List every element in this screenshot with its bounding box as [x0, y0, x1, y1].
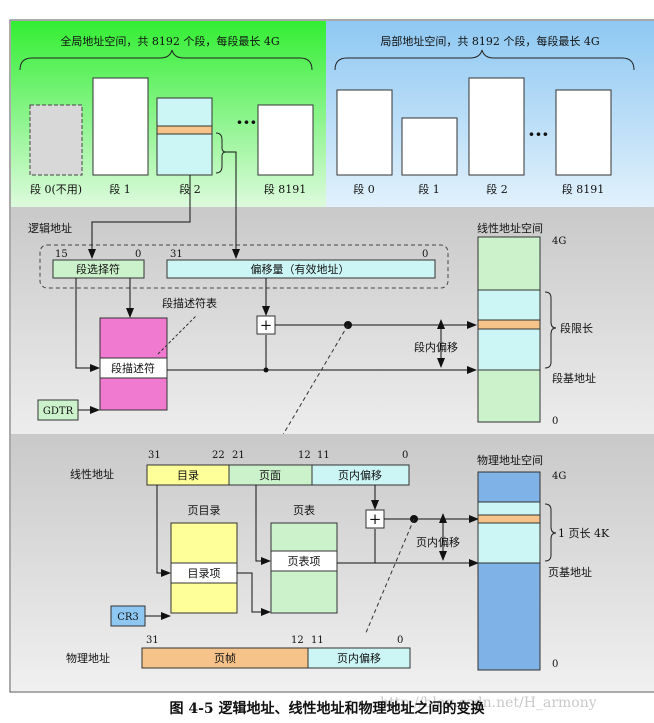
page-adder-plus: +: [369, 510, 382, 528]
page-directory-title: 页目录: [188, 504, 221, 517]
linear-page-label: 页面: [259, 469, 281, 482]
segment-selector: [52, 259, 145, 279]
physical-space-title: 物理地址空间: [477, 453, 543, 467]
local-segment-8191: [555, 89, 612, 176]
linear-space-bottom: 0: [552, 416, 558, 427]
offset-bit-high: 31: [170, 249, 183, 260]
page-offset-label: 页内偏移: [416, 535, 460, 549]
cr3-label: CR3: [117, 612, 139, 623]
local-segment-2: [468, 77, 525, 176]
global-ellipsis: ···: [236, 110, 257, 134]
descriptor-table-label: 段描述符表: [162, 296, 217, 310]
physical-frame-label: 页帧: [214, 651, 236, 665]
logical-address-title: 逻辑地址: [28, 221, 72, 235]
segment-adder-plus: +: [260, 316, 273, 334]
arrow-dir-to-entry: [156, 485, 171, 577]
local-segment-1: [401, 117, 458, 176]
linear-address-pointer: [267, 324, 349, 461]
local-ellipsis: ···: [528, 122, 549, 146]
logical-address-group: [39, 244, 449, 289]
page-table-entry: [270, 550, 338, 572]
physical-bit-31: 31: [146, 635, 159, 646]
segment-descriptor-label: 段描述符: [111, 361, 155, 375]
physical-offset-label: 页内偏移: [337, 651, 381, 665]
offset-field: [166, 259, 436, 279]
physical-page: [477, 501, 541, 564]
segment-limit-label: 段限长: [560, 321, 593, 335]
offset-field-label: 偏移量（有效地址）: [251, 262, 350, 276]
local-segment-2-label: 段 2: [486, 182, 508, 196]
arrow-entry-to-table: [237, 572, 271, 616]
linear-bit-0: 0: [402, 450, 408, 461]
gdtr-label: GDTR: [43, 406, 74, 417]
linear-space-top: 4G: [552, 236, 566, 247]
segment-offset-label: 段内偏移: [414, 340, 458, 354]
watermark: http://blog.csdn.net/H_armony: [380, 695, 597, 711]
global-space-header: 全局地址空间，共 8192 个段，每段最长 4G: [60, 34, 279, 48]
global-segment-2: [156, 97, 213, 176]
physical-space-top: 4G: [552, 471, 566, 482]
linear-dir-label: 目录: [177, 469, 199, 482]
physical-address-title: 物理地址: [66, 651, 110, 665]
outer-frame: [9, 19, 654, 693]
selector-bit-high: 15: [55, 249, 68, 260]
local-segment-1-label: 段 1: [418, 182, 440, 196]
arrow-offset-to-field: [226, 151, 240, 259]
linear-bit-11: 11: [317, 450, 330, 461]
segment-limit-brace: [544, 291, 557, 369]
segment-selector-label: 段选择符: [76, 262, 120, 276]
linear-address-title: 线性地址: [70, 467, 114, 481]
global-segment-2-band: [156, 125, 213, 135]
global-segment-1: [92, 77, 149, 176]
page-size-label: 1 页长 4K: [558, 527, 610, 540]
linear-space-title: 线性地址空间: [477, 221, 543, 235]
figure-caption: 图 4-5 逻辑地址、线性地址和物理地址之间的变换: [169, 700, 485, 717]
linear-segment-band: [477, 319, 541, 330]
linear-bit-12: 12: [298, 450, 311, 461]
segment-base-label: 段基地址: [552, 371, 596, 385]
global-segment-1-label: 段 1: [109, 182, 131, 196]
physical-offset-field: [307, 647, 411, 669]
physical-bit-0: 0: [397, 635, 403, 646]
linear-segment: [477, 289, 541, 371]
linear-bit-22: 22: [212, 450, 225, 461]
linear-offset-field: [311, 464, 410, 486]
segment-descriptor: [99, 357, 168, 379]
base-junction: [263, 367, 269, 373]
directory-entry-label: 目录项: [188, 567, 221, 580]
arrow-page-to-entry: [255, 485, 271, 565]
page-base-label: 页基地址: [548, 565, 592, 579]
physical-space-bottom: 0: [552, 659, 558, 670]
local-brace: [334, 49, 635, 71]
global-segment-0: [29, 104, 83, 176]
local-segment-0: [336, 89, 393, 176]
local-segment-0-label: 段 0: [353, 182, 375, 196]
offset-bit-low: 0: [422, 249, 428, 260]
page-table-entry-label: 页表项: [288, 554, 321, 568]
linear-bit-31: 31: [148, 450, 161, 461]
global-brace: [19, 49, 313, 71]
global-segment-8191: [257, 104, 314, 176]
global-segment-8191-label: 段 8191: [264, 182, 307, 196]
physical-bit-12: 12: [291, 635, 304, 646]
arrow-segment-to-selector: [88, 175, 191, 259]
arrow-selector-to-descriptor: [75, 278, 100, 372]
page-table-title: 页表: [293, 503, 315, 517]
descriptor-pointer: [157, 315, 197, 355]
linear-offset-label: 页内偏移: [338, 468, 382, 482]
page-size-brace: [544, 503, 557, 562]
physical-page-band: [477, 514, 541, 524]
physical-bit-11: 11: [311, 635, 324, 646]
local-space-header: 局部地址空间，共 8192 个段，每段最长 4G: [380, 34, 599, 48]
global-segment-0-label: 段 0(不用): [30, 182, 82, 196]
selector-bit-low: 0: [135, 249, 141, 260]
local-segment-8191-label: 段 8191: [562, 182, 605, 196]
linear-bit-21: 21: [232, 450, 245, 461]
